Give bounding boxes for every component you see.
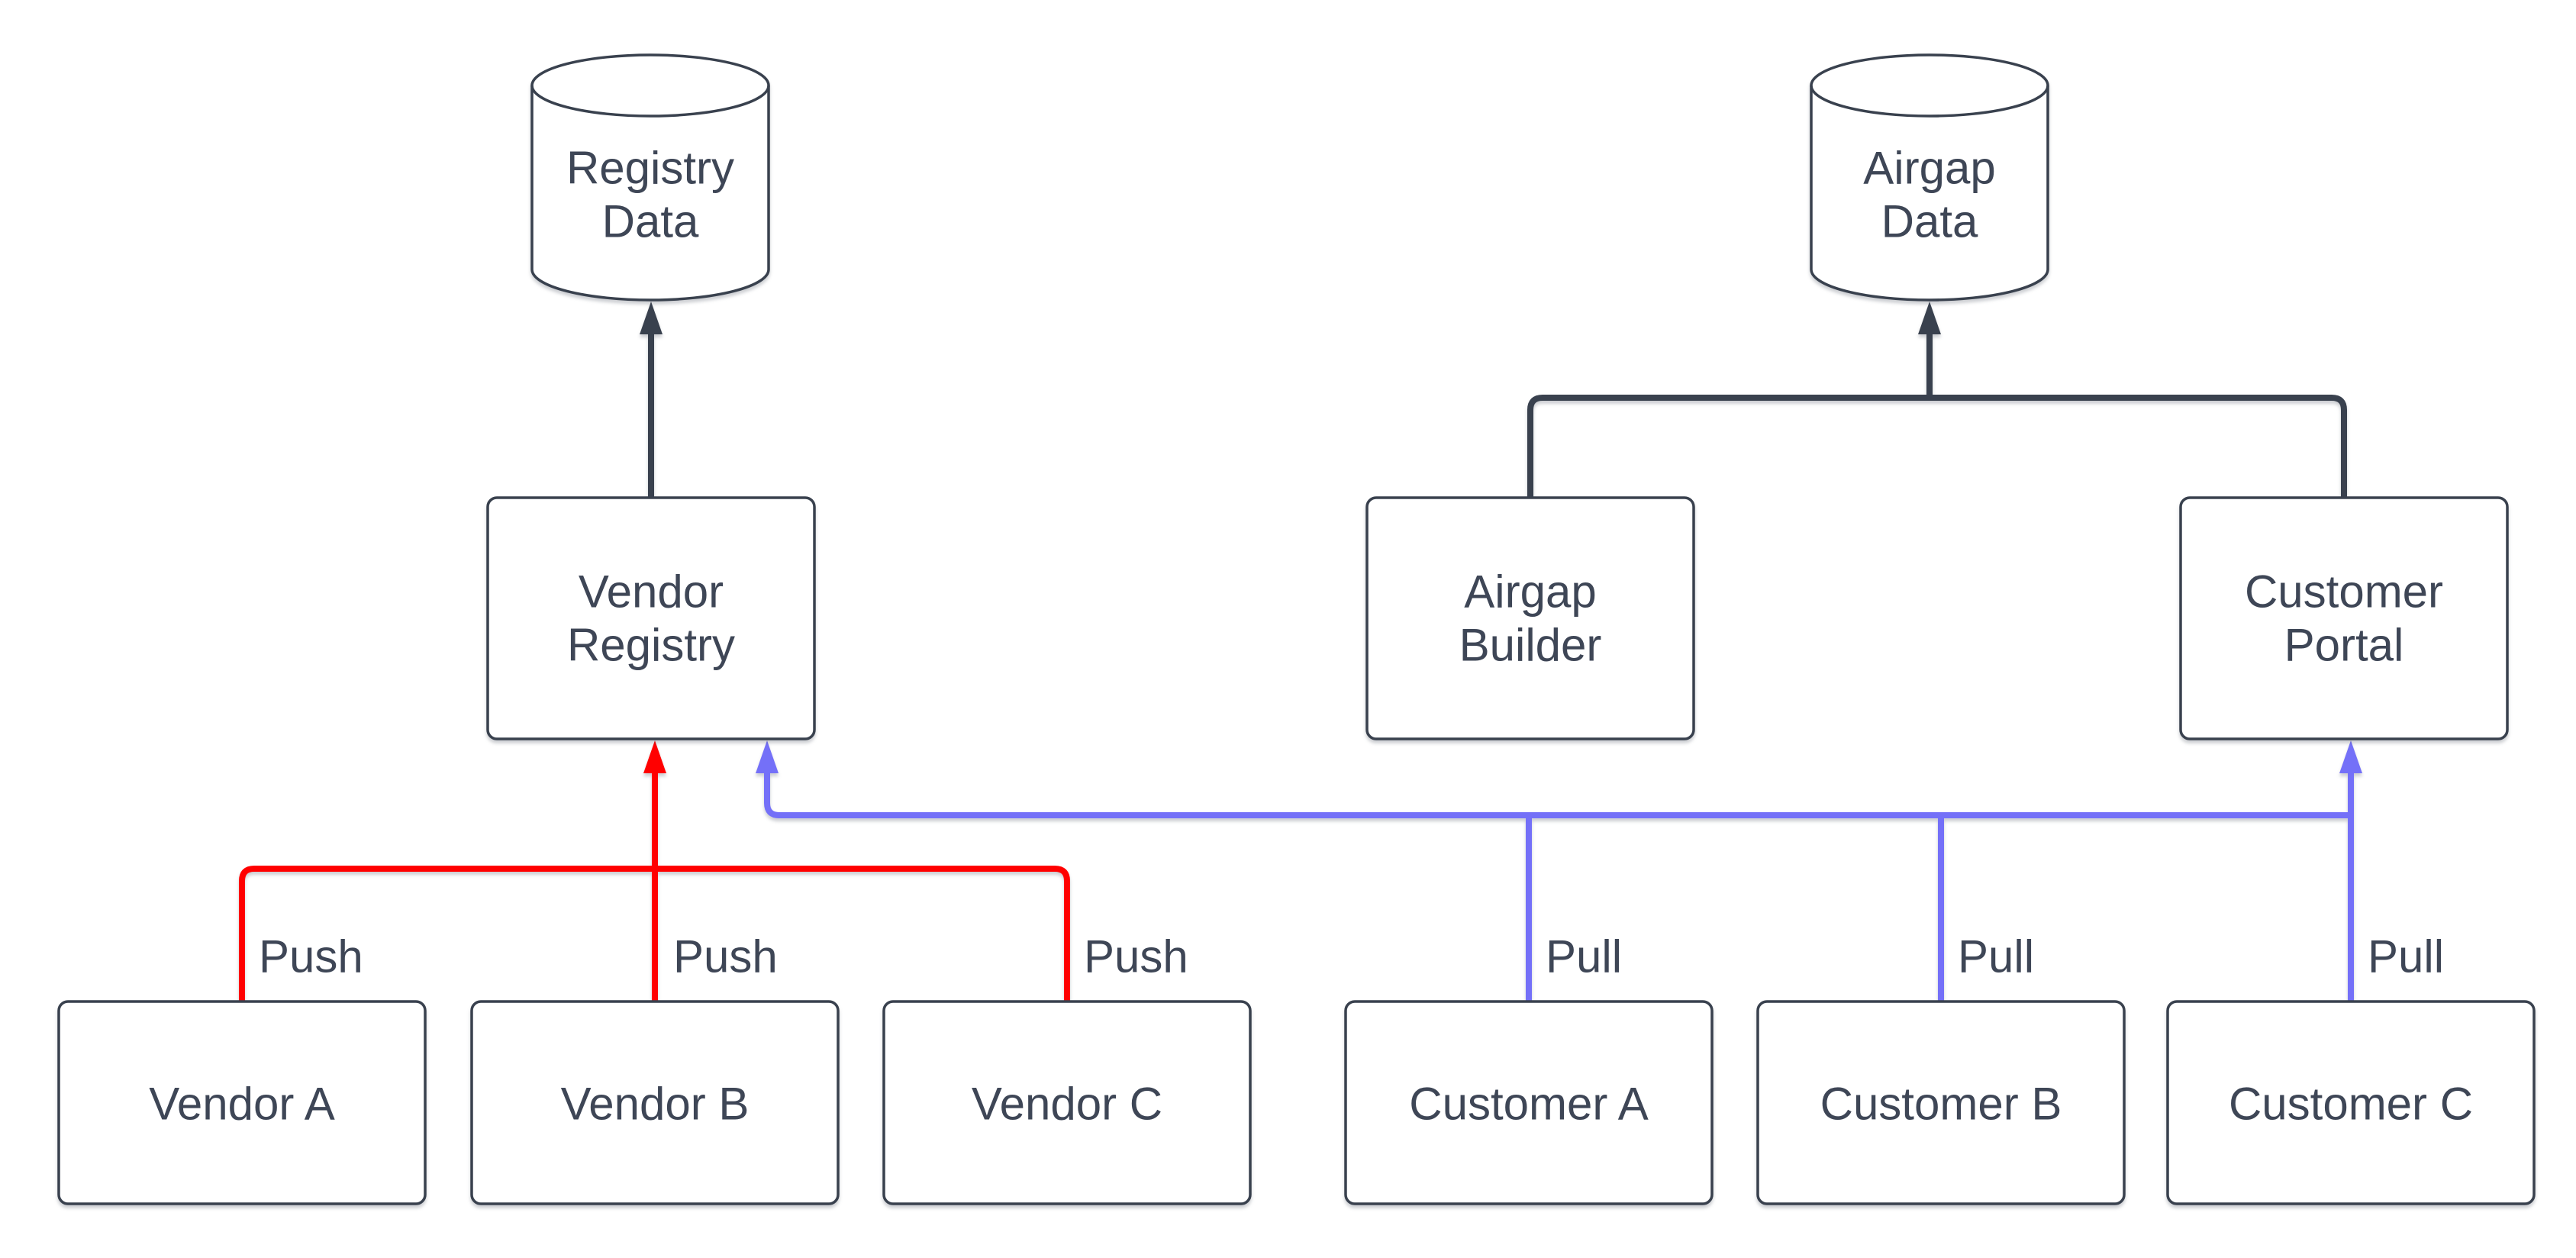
node-label: Vendor	[579, 566, 724, 618]
box-shape	[1344, 1000, 1714, 1205]
arrowhead-into-registry-data	[640, 302, 663, 334]
nodes: Registry Data Airgap Data Vendor Registr…	[57, 53, 2536, 1205]
node-vendor-a: Vendor A	[57, 1000, 427, 1205]
edge-labels: Push Push Push Pull Pull Pull	[259, 931, 2444, 982]
box-shape	[1756, 1000, 2126, 1205]
node-customer-b: Customer B	[1756, 1000, 2126, 1205]
edge-label-push-vendor-c: Push	[1084, 931, 1188, 982]
node-label: Vendor B	[561, 1079, 750, 1130]
node-label: Customer	[2245, 566, 2443, 618]
node-customer-a: Customer A	[1344, 1000, 1714, 1205]
node-label: Customer C	[2229, 1079, 2473, 1130]
box-shape	[882, 1000, 1252, 1205]
node-customer-c: Customer C	[2166, 1000, 2536, 1205]
node-label: Data	[1881, 196, 1978, 247]
node-label: Customer A	[1409, 1079, 1648, 1130]
node-vendor-c: Vendor C	[882, 1000, 1252, 1205]
edge-label-pull-customer-c: Pull	[2368, 931, 2444, 982]
node-airgap-builder: Airgap Builder	[1365, 496, 1695, 740]
database-cylinder-lip	[1810, 85, 2049, 118]
arrowhead-pull-into-vendor-registry	[756, 740, 779, 773]
edge-label-push-vendor-b: Push	[673, 931, 778, 982]
node-label: Airgap	[1863, 143, 1995, 194]
edge-label-pull-customer-b: Pull	[1958, 931, 2034, 982]
box-shape	[486, 496, 816, 740]
box-shape	[1365, 496, 1695, 740]
arrowhead-into-airgap-data	[1918, 302, 1941, 334]
dark-edges	[640, 302, 2347, 498]
box-shape	[470, 1000, 840, 1205]
edge-label-push-vendor-a: Push	[259, 931, 363, 982]
box-shape	[2166, 1000, 2536, 1205]
node-label: Registry	[567, 620, 735, 671]
node-airgap-data: Airgap Data	[1810, 53, 2049, 302]
node-label: Portal	[2284, 620, 2404, 671]
node-label: Airgap	[1464, 566, 1596, 618]
database-cylinder-shape	[530, 53, 770, 302]
edge-push-vendor-a	[239, 866, 655, 1002]
box-shape	[2179, 496, 2509, 740]
arrowhead-pull-into-customer-portal	[2339, 740, 2362, 773]
node-label: Vendor C	[972, 1079, 1162, 1130]
node-label: Customer B	[1820, 1079, 2062, 1130]
push-edges	[239, 740, 1070, 1002]
edge-pull-bus-to-vendor-registry	[764, 773, 2351, 818]
node-label: Vendor A	[149, 1079, 335, 1130]
arrowhead-push-into-vendor-registry	[643, 740, 666, 773]
node-customer-portal: Customer Portal	[2179, 496, 2509, 740]
node-vendor-b: Vendor B	[470, 1000, 840, 1205]
node-label: Registry	[566, 143, 734, 194]
pull-edges	[756, 740, 2362, 1002]
database-cylinder-lip	[530, 85, 770, 118]
node-label: Data	[602, 196, 699, 247]
box-shape	[57, 1000, 427, 1205]
edge-push-vendor-c	[655, 866, 1070, 1002]
edge-label-pull-customer-a: Pull	[1546, 931, 1622, 982]
node-vendor-registry: Vendor Registry	[486, 496, 816, 740]
database-cylinder-shape	[1810, 53, 2049, 302]
edge-airgap-builder-customer-portal-bus	[1527, 395, 2347, 498]
node-label: Builder	[1459, 620, 1602, 671]
node-registry-data: Registry Data	[530, 53, 770, 302]
